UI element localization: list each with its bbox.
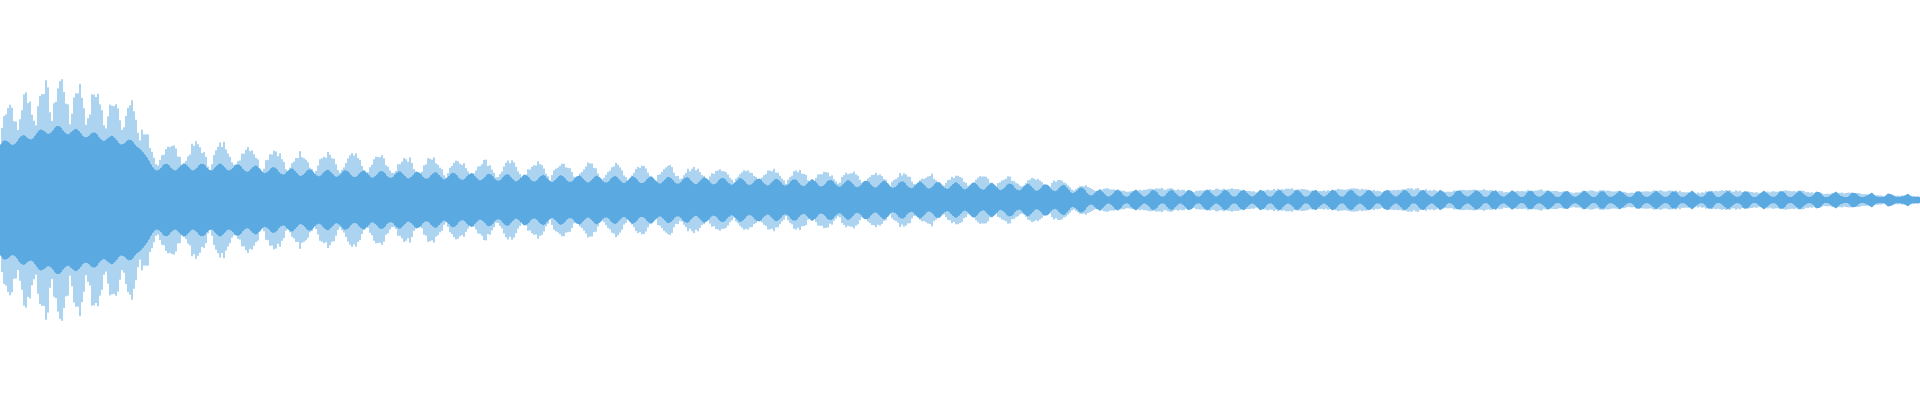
waveform-peaks (1, 79, 1919, 321)
